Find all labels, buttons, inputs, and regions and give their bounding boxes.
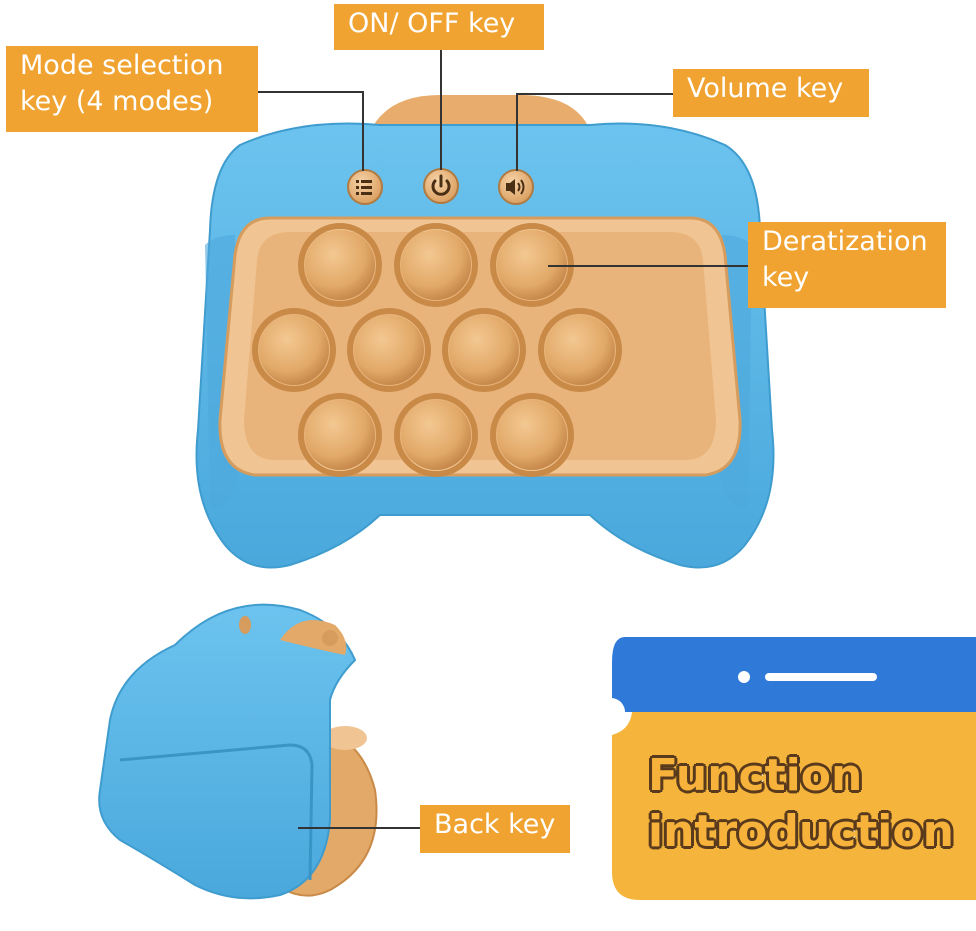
side-view-console bbox=[98, 603, 378, 900]
power-icon bbox=[431, 174, 451, 196]
card-title-line2: introduction bbox=[647, 805, 956, 859]
mode-selection-label: Mode selection key (4 modes) bbox=[6, 46, 258, 132]
deratization-label: Deratization key bbox=[748, 222, 946, 308]
mode-selection-line2: key (4 modes) bbox=[20, 86, 214, 117]
back-key-text: Back key bbox=[434, 809, 556, 840]
on-off-label: ON/ OFF key bbox=[334, 4, 544, 50]
power-button bbox=[423, 168, 459, 204]
mode-selection-line1: Mode selection bbox=[20, 50, 224, 81]
leader-mode bbox=[258, 91, 364, 93]
bubbles bbox=[252, 223, 622, 477]
speaker-icon bbox=[506, 179, 525, 195]
on-off-text: ON/ OFF key bbox=[348, 8, 516, 39]
volume-label: Volume key bbox=[673, 69, 869, 117]
leader-volume bbox=[516, 93, 676, 95]
leader-onoff bbox=[440, 50, 442, 170]
back-key-label: Back key bbox=[420, 805, 570, 853]
mode-button bbox=[347, 169, 383, 205]
menu-icon bbox=[356, 180, 372, 195]
card-title-line1: Function bbox=[646, 749, 863, 803]
leader-back bbox=[298, 827, 422, 829]
function-card bbox=[597, 637, 976, 900]
volume-button bbox=[498, 169, 534, 205]
leader-mode-vert bbox=[362, 91, 364, 171]
deratization-line1: Deratization bbox=[762, 226, 928, 257]
leader-volume-vert bbox=[516, 93, 518, 171]
volume-text: Volume key bbox=[687, 73, 844, 104]
deratization-line2: key bbox=[762, 262, 810, 293]
top-bumper bbox=[372, 95, 590, 130]
leader-deratization bbox=[548, 265, 750, 267]
